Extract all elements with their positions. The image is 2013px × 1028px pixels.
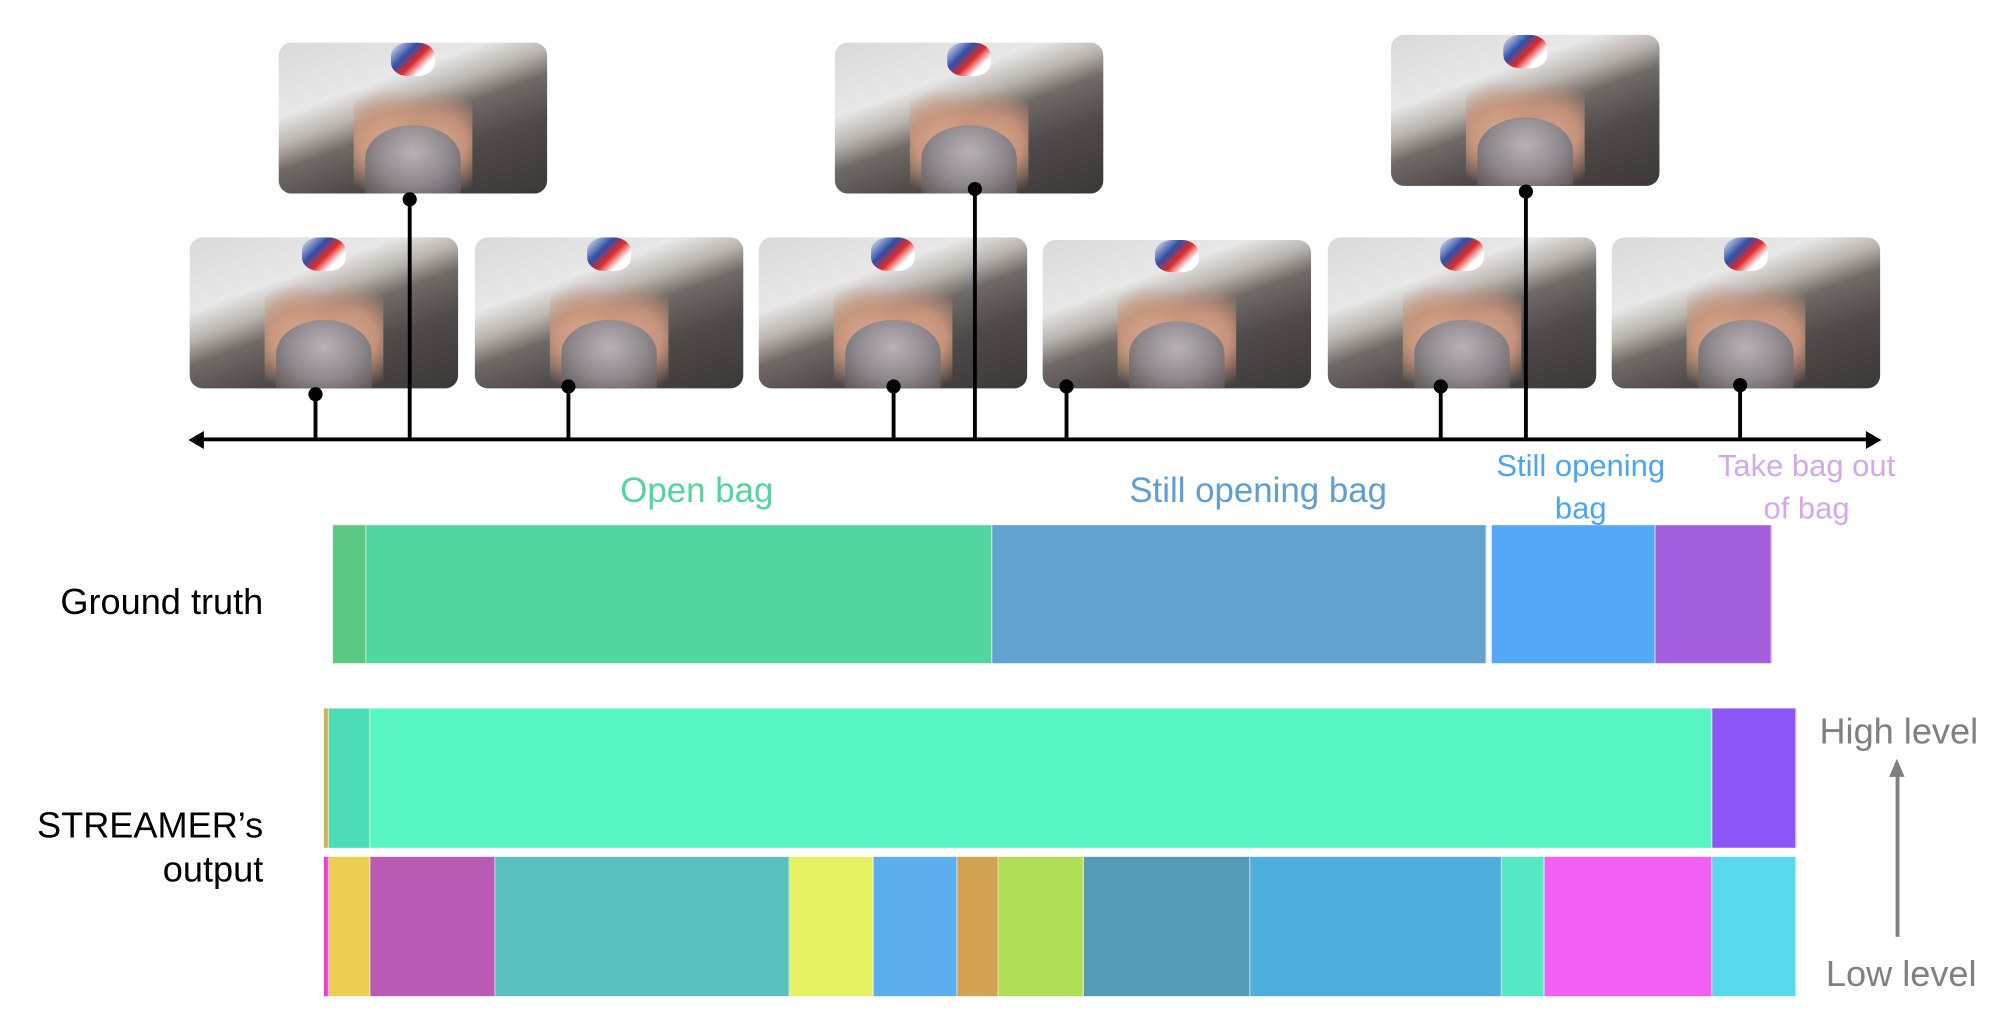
timeline-tick — [1523, 190, 1528, 438]
high-level-label: High level — [1819, 711, 1979, 752]
segment-label: Still opening bag — [1129, 470, 1387, 510]
arrow-left-icon — [188, 430, 204, 450]
timeline-tick — [1064, 385, 1069, 438]
streamer-label-line1: STREAMER’s — [37, 805, 264, 846]
arrow-up-icon — [1889, 758, 1905, 777]
timeline-dot-icon — [886, 379, 901, 394]
bar-segment — [1083, 856, 1251, 997]
level-axis-line — [1895, 774, 1900, 937]
streamer-low-level-bar — [323, 856, 1797, 997]
bar-segment — [1712, 856, 1797, 997]
bar-segment — [1491, 525, 1656, 664]
arrow-right-icon — [1865, 430, 1882, 450]
low-level-label: Low level — [1825, 953, 1977, 994]
timeline-tick — [972, 188, 977, 438]
timeline-dot-icon — [1733, 378, 1748, 393]
bar-segment — [1712, 708, 1797, 848]
video-frame-thumbnail — [834, 42, 1104, 194]
bar-segment — [1502, 856, 1545, 997]
timeline-dot-icon — [1059, 379, 1074, 394]
bar-segment — [1544, 856, 1713, 997]
ground-truth-bar — [332, 525, 1772, 664]
bar-segment — [329, 708, 371, 848]
video-frame-thumbnail — [474, 237, 744, 389]
video-frame-thumbnail — [189, 237, 459, 389]
segment-label: Still opening bag — [1496, 449, 1666, 527]
timeline-dot-icon — [308, 387, 323, 402]
timeline-dot-icon — [561, 379, 576, 394]
bar-segment — [323, 708, 330, 848]
bar-segment — [957, 856, 999, 997]
timeline-axis — [196, 437, 1874, 442]
video-frame-thumbnail — [1327, 237, 1597, 389]
segment-label: Take bag out of bag — [1717, 449, 1896, 527]
ground-truth-label: Ground truth — [60, 581, 264, 622]
streamer-label: STREAMER’s output — [0, 804, 263, 892]
bar-segment — [366, 525, 993, 664]
bar-segment — [1486, 525, 1492, 664]
timeline-tick — [1438, 385, 1443, 438]
bar-segment — [1250, 856, 1503, 997]
bar-segment — [329, 856, 371, 997]
bar-segment — [370, 708, 1713, 848]
bar-segment — [495, 856, 790, 997]
timeline-dot-icon — [1518, 184, 1533, 199]
timeline-tick — [566, 385, 571, 438]
bar-segment — [998, 856, 1084, 997]
video-frame-thumbnail — [1042, 240, 1312, 389]
video-frame-thumbnail — [1391, 34, 1660, 186]
bar-segment — [992, 525, 1487, 664]
streamer-label-line2: output — [162, 849, 264, 890]
video-frame-thumbnail — [278, 42, 548, 194]
timeline-tick — [407, 198, 412, 438]
segment-label: Open bag — [620, 470, 774, 510]
bar-segment — [1655, 525, 1772, 664]
streamer-high-level-bar — [323, 708, 1797, 848]
timeline-tick — [891, 385, 896, 438]
timeline-dot-icon — [402, 192, 417, 207]
bar-segment — [370, 856, 496, 997]
video-frame-thumbnail — [758, 237, 1028, 389]
timeline-dot-icon — [967, 181, 982, 197]
timeline-tick — [313, 393, 318, 438]
timeline-tick — [1738, 384, 1743, 438]
video-frame-thumbnail — [1611, 237, 1881, 389]
bar-segment — [323, 856, 330, 997]
bar-segment — [789, 856, 874, 997]
timeline-dot-icon — [1433, 379, 1448, 394]
bar-segment — [332, 525, 367, 664]
bar-segment — [873, 856, 958, 997]
